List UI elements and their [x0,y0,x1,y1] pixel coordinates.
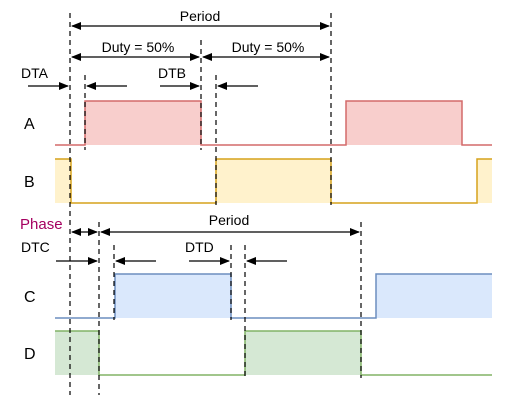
signal-b-wave [55,158,492,204]
duty-1-label: Duty = 50% [102,39,175,55]
signal-d-pulse-1 [245,331,361,375]
duty-2-label: Duty = 50% [232,39,305,55]
dtc-label: DTC [21,239,50,255]
signal-b-pulse-0 [55,159,71,203]
signal-b-pulse-2 [477,159,492,203]
period-bottom-label: Period [209,212,249,228]
signal-a-pulse-2 [346,101,462,145]
period-top-label: Period [180,8,220,24]
signal-d-pulse-0 [55,331,99,375]
signal-b-name: B [24,174,35,191]
signal-d-name: D [24,346,36,363]
signal-c-pulse-1 [115,274,231,318]
dta-label: DTA [21,65,49,81]
phase-label: Phase [20,216,63,233]
arrows [28,22,360,265]
signal-b-line [55,158,492,204]
signal-c-line [55,273,492,319]
signal-d-wave [55,330,492,376]
reference-lines [69,13,362,395]
dtd-label: DTD [185,239,214,255]
signal-a-pulse-1 [85,101,201,145]
dtb-label: DTB [158,65,186,81]
signal-a-name: A [24,116,35,133]
signal-c-wave [55,273,492,319]
signal-c-pulse-2 [376,274,492,318]
signal-c-name: C [24,289,36,306]
signal-b-pulse-1 [216,159,331,203]
signal-a-wave [55,100,492,146]
